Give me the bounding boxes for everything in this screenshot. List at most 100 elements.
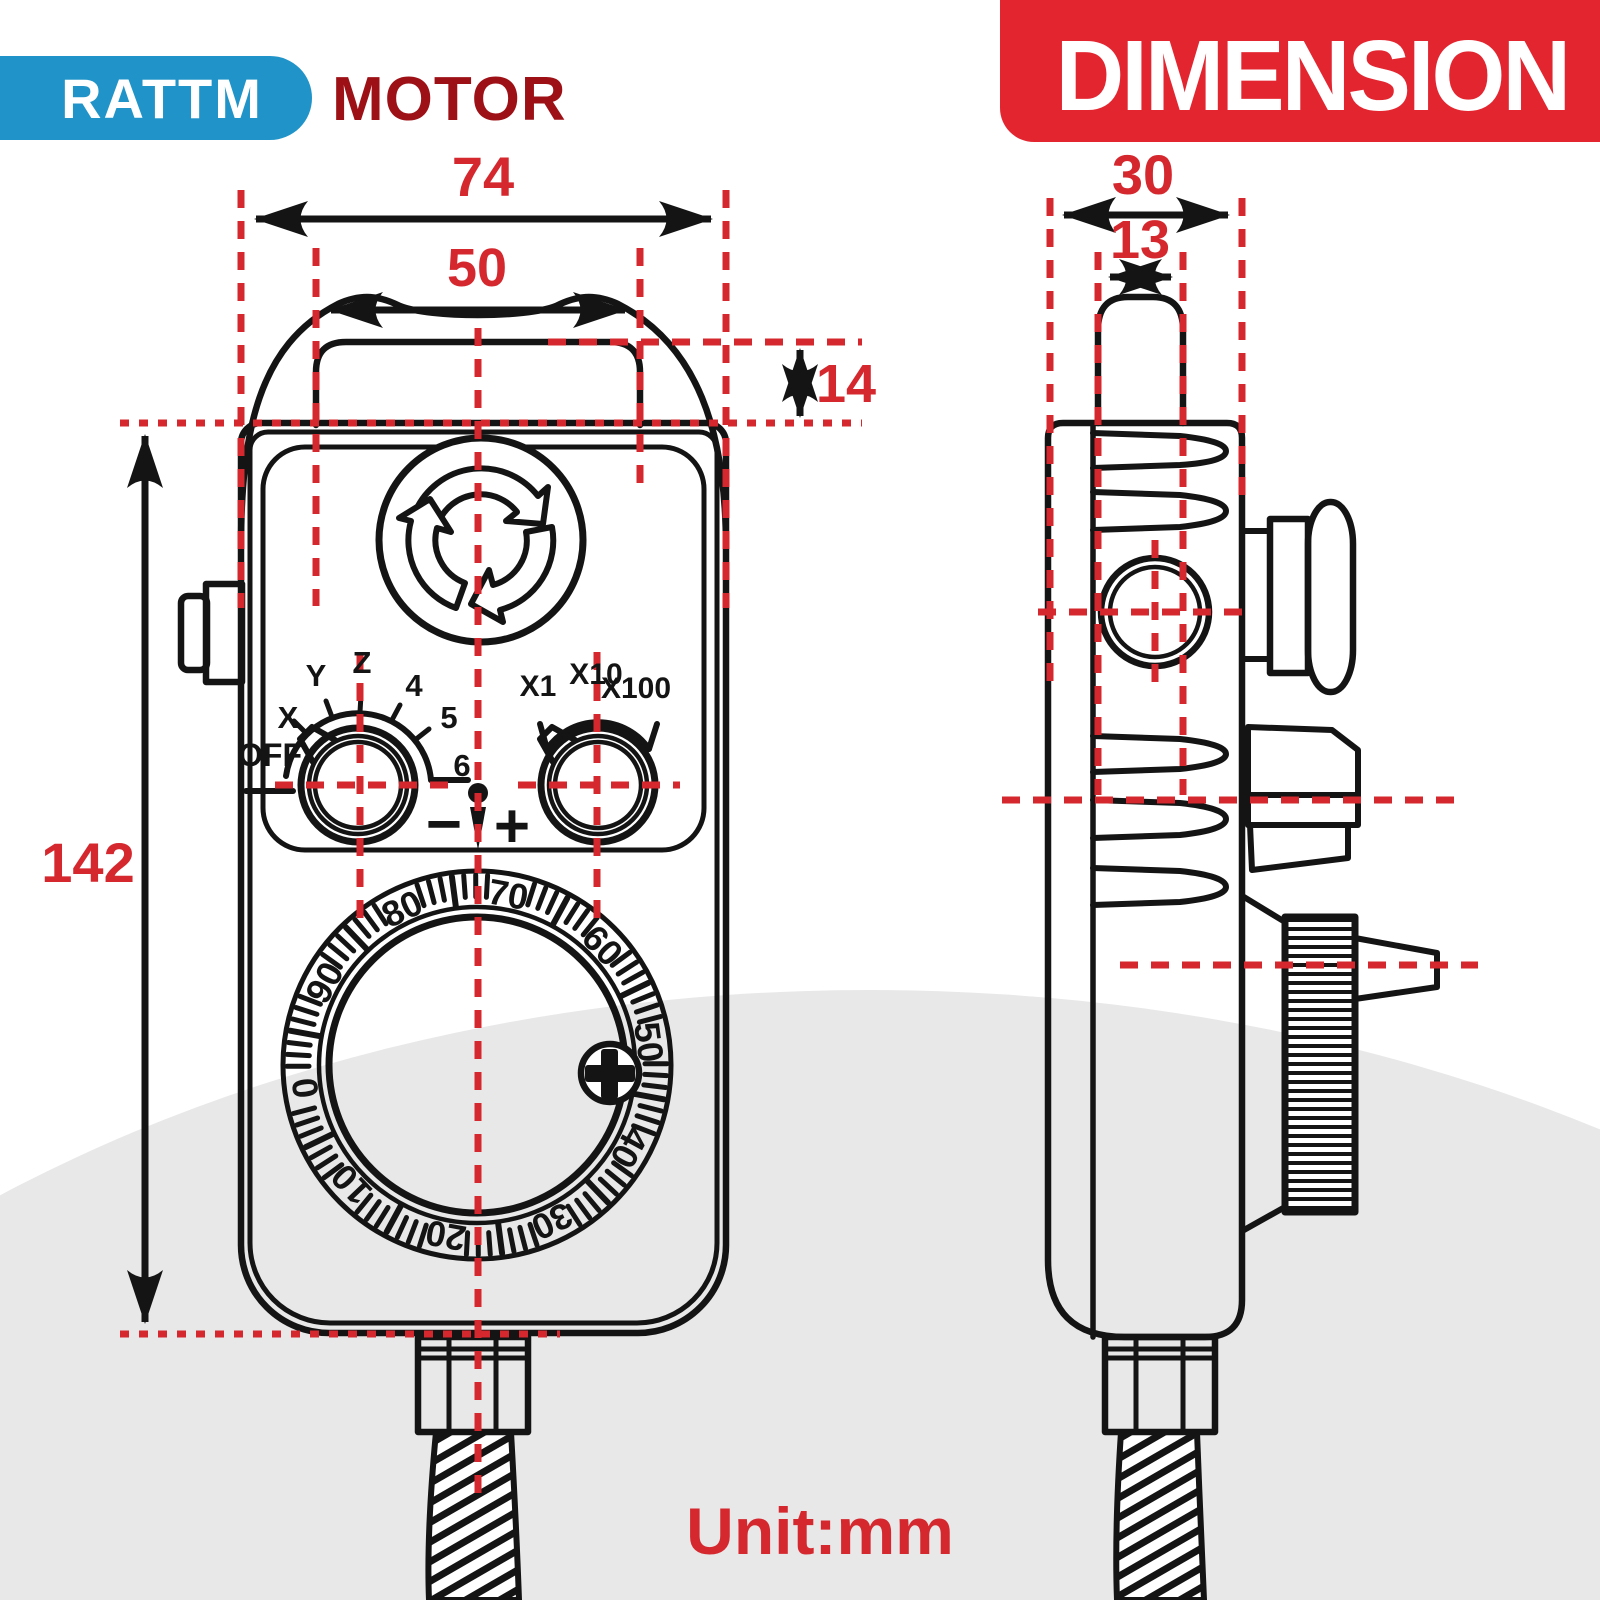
dial-tick <box>641 1082 669 1090</box>
dial-number-20: 20 <box>422 1212 469 1260</box>
dimension-arrows <box>127 197 1230 1324</box>
crank-knob-cross-icon <box>585 1049 635 1099</box>
title-banner <box>1000 0 1600 142</box>
dial-tick <box>636 1014 664 1025</box>
dial-tick <box>437 876 447 903</box>
mult-label-x100: X100 <box>601 672 671 705</box>
front-gland-nut-lines <box>415 1334 531 1435</box>
logo-pill <box>0 56 312 140</box>
dim-label-142: 142 <box>41 831 134 894</box>
dial-tick <box>584 1177 611 1206</box>
side-cable <box>1113 1429 1207 1600</box>
dial-tick <box>383 1202 404 1236</box>
axis-label-off: OFF <box>238 737 302 773</box>
dial-tick <box>448 873 459 910</box>
axis-label-z: Z <box>353 645 372 680</box>
dial-tick <box>535 885 549 911</box>
wheel-hub-knob <box>1352 935 1440 1002</box>
body-outline-inner <box>247 429 720 1326</box>
front-gland-nut <box>414 1333 532 1436</box>
dial-tick <box>495 1220 506 1257</box>
front-cable <box>425 1429 522 1600</box>
grip-grooves <box>1090 430 1229 908</box>
construction-lines <box>120 190 1478 1500</box>
side-gland-nut-lines <box>1102 1334 1218 1435</box>
dial-tick <box>284 1051 312 1059</box>
mult-label-x10: X10 <box>569 658 622 691</box>
dial-tick <box>525 881 537 908</box>
dial-tick <box>563 901 581 925</box>
dial-tick <box>642 1071 670 1079</box>
dial-tick <box>486 1230 493 1257</box>
side-body-outline <box>1044 419 1246 1341</box>
dial-tick <box>294 1115 321 1128</box>
estop-side-profile <box>1239 498 1357 696</box>
dial-tick <box>597 1176 619 1197</box>
panel-labels: OFF X Y Z 4 5 6 X1 X10 X100 − + <box>238 645 671 861</box>
dial-tick <box>290 1016 317 1027</box>
dial-tick <box>580 915 600 938</box>
dim-label-13: 13 <box>1110 210 1170 270</box>
dial-tick <box>394 1215 409 1240</box>
header: RATTM MOTOR DIMENSION <box>0 0 1600 142</box>
dial-tick <box>302 1131 336 1151</box>
dial-number-50: 50 <box>626 1019 672 1064</box>
dimension-labels: 74 50 14 142 30 13 Unit:mm <box>41 143 1174 1568</box>
dial-tick <box>361 909 380 933</box>
axis-label-y: Y <box>306 658 327 693</box>
dial-tick <box>426 878 437 906</box>
dial-tick <box>507 1227 517 1254</box>
dial-tick <box>633 1002 660 1015</box>
dial-tick <box>320 951 343 970</box>
axis-label-4: 4 <box>405 668 423 703</box>
mult-leader-x100 <box>646 721 660 752</box>
dial-tick <box>517 1224 528 1252</box>
estop-arrow-left <box>396 496 468 611</box>
dial-tick <box>550 894 571 928</box>
dial-tick-group <box>284 872 670 1258</box>
dial-tick <box>618 979 652 999</box>
dial-tick <box>343 924 370 953</box>
axis-label-6: 6 <box>453 748 470 783</box>
dial-tick <box>582 1191 602 1213</box>
dial-tick <box>609 949 633 968</box>
knurled-wheel <box>1281 913 1359 1216</box>
mult-label-x1: X1 <box>520 670 557 703</box>
dial-tick <box>630 991 656 1005</box>
dial-tick <box>354 1192 374 1215</box>
side-button-base <box>202 580 246 686</box>
estop-arrow-top <box>413 465 551 527</box>
dial-tick <box>461 873 468 900</box>
axis-label-5: 5 <box>440 700 457 735</box>
dial-tick <box>287 1027 323 1040</box>
dial-tick <box>565 1203 583 1228</box>
dial-tick <box>335 933 357 954</box>
dial-tick <box>615 959 640 977</box>
mult-knob-pointer <box>537 724 578 765</box>
dial-tick <box>298 1125 324 1139</box>
dial-tick <box>352 917 372 939</box>
side-gland-nut <box>1101 1333 1219 1436</box>
dim-label-74: 74 <box>452 145 514 208</box>
dial-tick <box>574 1197 593 1221</box>
dial-tick <box>621 969 646 986</box>
axis-tick-5 <box>412 726 432 743</box>
led-plus-sign: + <box>494 792 530 861</box>
logo-text-rattm: RATTM <box>61 67 263 130</box>
estop-button <box>375 434 587 646</box>
dial-tick <box>417 1222 429 1249</box>
axis-tick-y <box>323 698 335 720</box>
dial-tick <box>405 1219 419 1245</box>
dial-tick <box>527 1221 540 1248</box>
unit-label: Unit:mm <box>686 1494 954 1568</box>
dial-tick <box>285 1040 313 1048</box>
dial-tick <box>314 1153 339 1171</box>
dial-tick <box>373 1205 391 1229</box>
dial-tick <box>483 872 491 900</box>
led-minus-sign: − <box>426 790 462 859</box>
dial-tick <box>611 1160 634 1179</box>
dial-tick <box>631 1090 667 1103</box>
dial-tick <box>463 1230 471 1258</box>
front-cable-gland <box>414 1333 532 1600</box>
dial-tick <box>414 882 427 909</box>
